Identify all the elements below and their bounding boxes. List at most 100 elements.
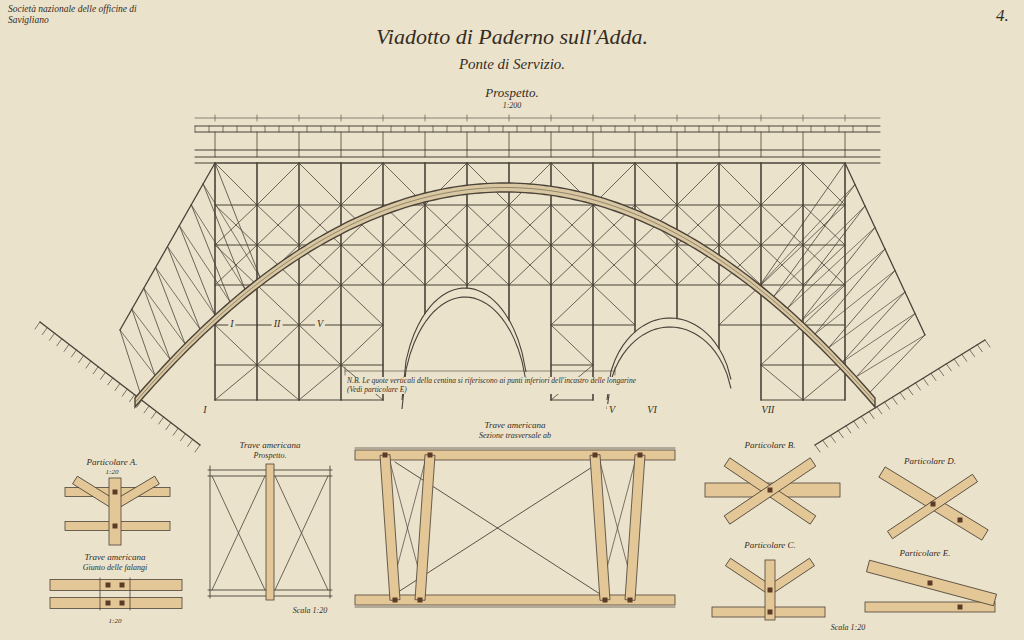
timber <box>724 458 816 524</box>
timber <box>625 455 645 601</box>
deck-strut <box>467 132 468 150</box>
bolt <box>120 583 125 588</box>
deck-strut <box>215 150 216 157</box>
bolt <box>768 488 773 493</box>
ground-hatch <box>71 350 76 357</box>
scaffold-beam <box>593 162 635 163</box>
scaffold-beam <box>803 324 845 325</box>
elevation <box>35 115 990 452</box>
scaffold-beam <box>341 244 383 245</box>
cross-brace <box>425 205 467 245</box>
ground-line <box>40 322 200 445</box>
scaffold-beam <box>593 324 635 325</box>
bolt <box>638 453 643 458</box>
scaffold-beam <box>257 162 299 163</box>
ground-hatch <box>892 397 897 404</box>
railing-post <box>335 126 336 132</box>
cross-brace <box>425 245 467 285</box>
scaffold-beam <box>425 244 467 245</box>
bolt <box>958 605 963 610</box>
bolt <box>958 518 963 523</box>
deck-strut <box>383 150 384 157</box>
deck-strut <box>803 150 804 157</box>
drawing-label: Particolare B. <box>744 440 795 450</box>
drawing-label: 1:20 <box>106 468 119 476</box>
truss-diagonal <box>275 476 328 590</box>
drawing-label: Giunto delle falangi <box>83 563 147 572</box>
brace <box>341 325 383 365</box>
deck-strut <box>845 132 846 150</box>
drawing-label: II <box>272 318 283 330</box>
railing-post <box>475 126 476 132</box>
deck-strut <box>215 132 216 150</box>
details <box>50 448 997 620</box>
scaffold-beam <box>551 364 593 365</box>
bolt <box>393 598 398 603</box>
deck-strut <box>803 132 804 150</box>
railing-post <box>573 126 574 132</box>
lattice-strut <box>856 314 915 377</box>
truss-diagonal <box>212 476 265 590</box>
scaffold-beam <box>803 204 845 205</box>
dimension-tick <box>551 115 552 121</box>
dimension-tick <box>509 115 510 121</box>
scaffold-beam <box>467 284 509 285</box>
deck-strut <box>845 150 846 157</box>
scaffold-beam <box>635 162 677 163</box>
railing-post <box>503 126 504 132</box>
bolt <box>383 453 388 458</box>
cross-brace <box>593 245 635 285</box>
drawing-label: Scala 1:20 <box>293 606 327 615</box>
railing-post <box>293 126 294 132</box>
ground-hatch <box>86 361 91 368</box>
scaffold-beam <box>257 399 299 400</box>
ground-hatch <box>823 440 828 447</box>
scaffold-beam <box>761 204 803 205</box>
drawing-label: Particolare D. <box>904 456 956 466</box>
ground-hatch <box>900 393 905 400</box>
brace <box>215 325 257 365</box>
cross-brace <box>803 205 845 245</box>
scaffold-beam <box>551 204 593 205</box>
cross-brace <box>551 205 593 245</box>
railing-post <box>685 126 686 132</box>
lattice-diagonal <box>132 309 170 359</box>
bolt <box>768 610 773 615</box>
railing-post <box>419 126 420 132</box>
timber <box>109 478 121 545</box>
railing-post <box>517 126 518 132</box>
brace <box>719 285 761 325</box>
timber <box>266 464 274 600</box>
scaffold-beam <box>509 162 551 163</box>
frame-line <box>355 448 675 449</box>
scaffold-beam <box>215 162 257 163</box>
dimension-tick <box>215 115 216 121</box>
brace <box>635 163 677 205</box>
scaffold-beam <box>509 284 551 285</box>
ground-slope <box>35 322 990 452</box>
deck-line <box>195 125 880 126</box>
cross-brace <box>509 245 551 285</box>
ground-hatch <box>42 328 47 335</box>
ground-hatch <box>173 428 178 435</box>
bolt <box>593 453 598 458</box>
drawing-label: VI <box>645 404 658 416</box>
cross-brace <box>803 205 845 245</box>
cross-brace <box>383 245 425 285</box>
frame-line <box>355 607 675 608</box>
scaffold-beam <box>341 324 383 325</box>
scaffold-beam <box>677 162 719 163</box>
ground-hatch <box>908 388 913 395</box>
ground-hatch <box>838 431 843 438</box>
ground-hatch <box>885 402 890 409</box>
scaffold-beam <box>761 162 803 163</box>
dimension-tick <box>677 115 678 121</box>
dimension-tick <box>467 115 468 121</box>
lattice-strut <box>191 205 230 302</box>
deck-strut <box>425 132 426 150</box>
drawing-label: Trave americana <box>484 420 545 430</box>
cross-brace <box>719 205 761 245</box>
scaffold-beam <box>803 284 845 285</box>
timber <box>887 474 977 538</box>
deck-strut <box>467 150 468 157</box>
